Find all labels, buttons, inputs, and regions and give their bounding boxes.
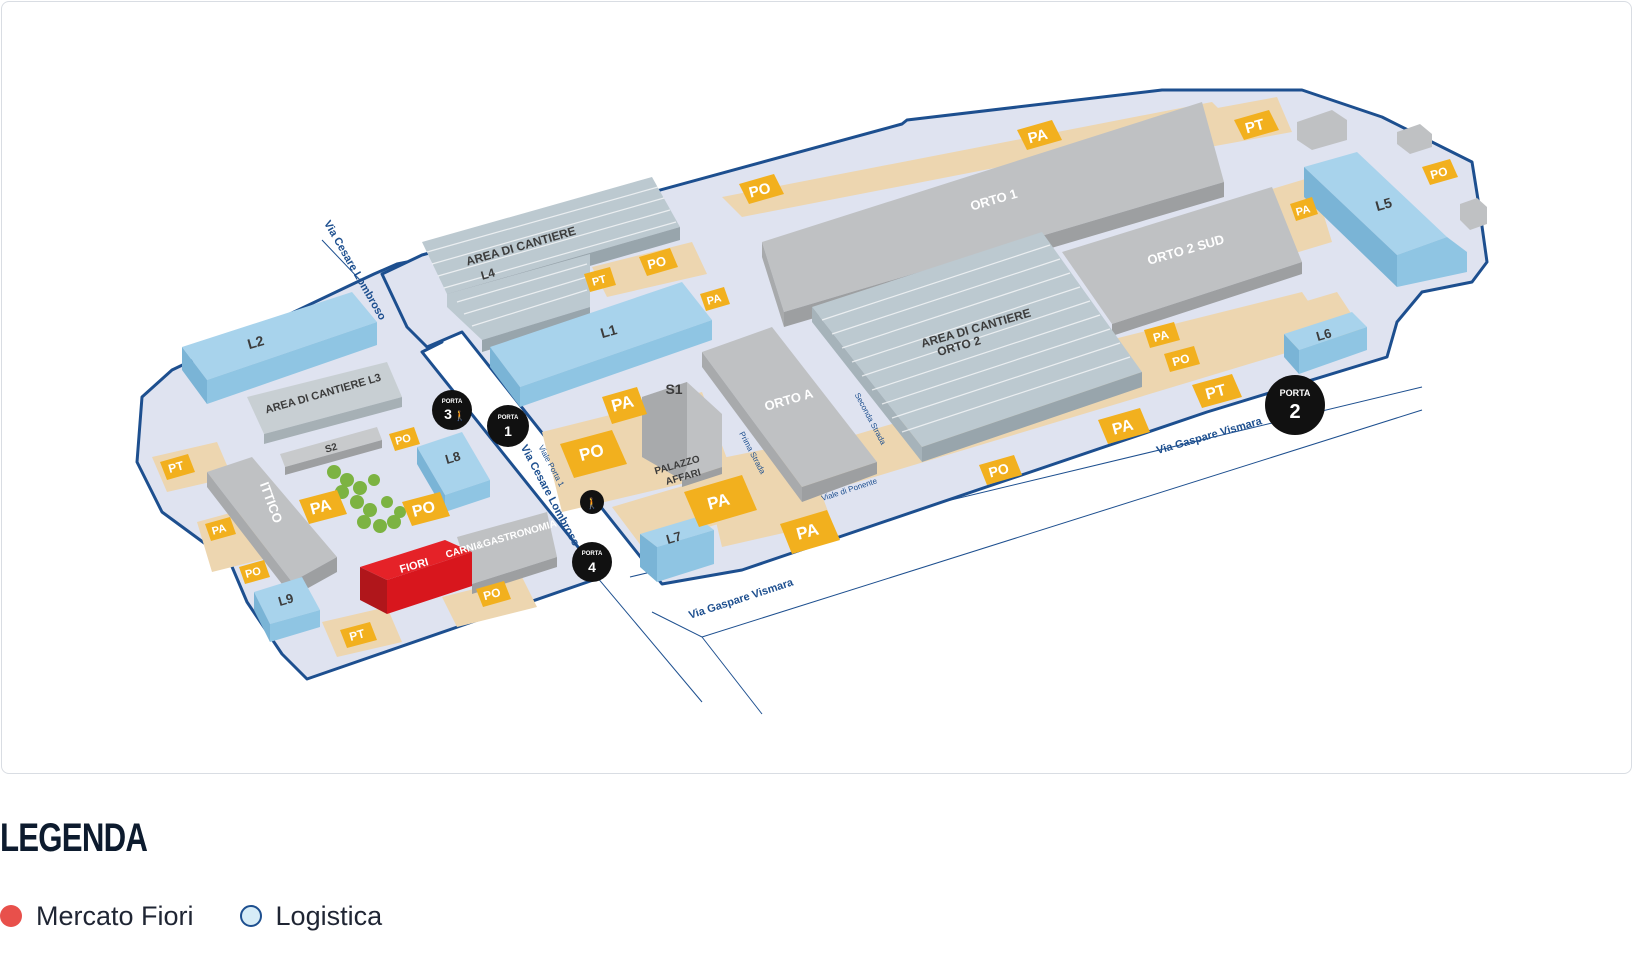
svg-text:PA: PA xyxy=(1026,126,1050,148)
parking-pa[interactable]: PA xyxy=(1144,322,1180,348)
building-orto-2-sud[interactable] xyxy=(1062,187,1302,336)
mercato-fiori-dot-icon xyxy=(0,905,22,927)
svg-text:PA: PA xyxy=(211,522,228,537)
building-l9[interactable] xyxy=(254,577,320,642)
svg-text:PO: PO xyxy=(244,565,263,581)
building-orto-a[interactable] xyxy=(702,327,877,502)
parking-pa[interactable]: PA xyxy=(1098,408,1150,444)
parking-po[interactable]: PO xyxy=(1164,346,1200,372)
parking-pt[interactable]: PT xyxy=(1192,374,1242,408)
parking-po[interactable]: PO xyxy=(1422,159,1458,185)
label-via-gaspare-vismara-south: Via Gaspare Vismara xyxy=(687,576,795,621)
svg-text:4: 4 xyxy=(588,559,596,575)
svg-text:PT: PT xyxy=(1204,382,1228,404)
parking-pa[interactable]: PA xyxy=(205,517,236,541)
svg-text:PORTA: PORTA xyxy=(442,399,463,405)
parking-po[interactable]: PO xyxy=(560,430,627,478)
parking-pt[interactable]: PT xyxy=(584,267,616,292)
gate-porta-2[interactable]: PORTA 2 xyxy=(1265,375,1325,435)
label-s1: S1 xyxy=(665,381,682,397)
parking-po[interactable]: PO xyxy=(979,455,1022,485)
label-l2: L2 xyxy=(246,332,266,352)
parking-po[interactable]: PO xyxy=(402,492,450,526)
svg-text:PT: PT xyxy=(348,626,367,644)
parking-pa[interactable]: PA xyxy=(684,475,757,527)
parking-po[interactable]: PO xyxy=(639,248,678,276)
svg-text:PO: PO xyxy=(410,498,437,520)
parking-tiles: PA PT PO PO PA PO PT PA PA PO PT PA PO P… xyxy=(160,110,1458,648)
parking-pa[interactable]: PA xyxy=(780,510,840,554)
svg-text:PA: PA xyxy=(1295,203,1312,218)
parking-po[interactable]: PO xyxy=(739,174,784,204)
label-l6: L6 xyxy=(1314,325,1333,344)
building-area-cantiere-l3[interactable] xyxy=(247,362,402,444)
label-l9: L9 xyxy=(276,590,295,609)
parking-pa[interactable]: PA xyxy=(299,490,347,524)
building-l7[interactable] xyxy=(640,517,714,582)
pedestrian-entrance-icon[interactable]: 🚶 xyxy=(580,490,604,514)
legend-title: LEGENDA xyxy=(0,816,148,860)
market-site-map[interactable]: PA PT PO PO PA PO PT PA PA PO PT PA PO P… xyxy=(2,2,1632,774)
svg-text:PO: PO xyxy=(987,460,1011,481)
svg-text:PO: PO xyxy=(1171,351,1191,369)
building-s2[interactable] xyxy=(280,427,382,475)
small-service-buildings xyxy=(1297,110,1487,230)
tree-cluster xyxy=(327,465,406,533)
svg-text:PO: PO xyxy=(482,585,502,603)
parking-po[interactable]: PO xyxy=(476,581,511,607)
legend: Mercato Fiori Logistica xyxy=(0,898,428,934)
gate-porta-4[interactable]: PORTA 4 xyxy=(572,542,612,582)
svg-text:PORTA: PORTA xyxy=(498,415,519,421)
label-l4: L4 xyxy=(479,265,497,282)
legend-item-label: Mercato Fiori xyxy=(36,900,194,931)
svg-text:PA: PA xyxy=(308,497,333,519)
parking-pa[interactable]: PA xyxy=(700,287,730,311)
svg-text:3: 3 xyxy=(444,406,452,422)
building-l5[interactable] xyxy=(1304,152,1467,287)
svg-text:2: 2 xyxy=(1289,401,1300,423)
logistica-dot-icon xyxy=(239,905,262,927)
legend-item-logistica[interactable]: Logistica xyxy=(239,900,383,932)
parking-pt[interactable]: PT xyxy=(340,622,377,648)
svg-text:🚶: 🚶 xyxy=(585,497,599,510)
svg-text:PT: PT xyxy=(167,458,186,476)
market-map-card: PA PT PO PO PA PO PT PA PA PO PT PA PO P… xyxy=(1,1,1632,774)
building-s1-palazzo-affari[interactable] xyxy=(642,382,722,487)
gate-porta-3[interactable]: PORTA 3 🚶 xyxy=(432,390,472,430)
parking-po[interactable]: PO xyxy=(239,560,270,584)
parking-po[interactable]: PO xyxy=(389,427,420,451)
parking-pt[interactable]: PT xyxy=(160,454,195,480)
parking-pt[interactable]: PT xyxy=(1234,110,1279,140)
building-l2[interactable] xyxy=(182,292,377,404)
svg-text:PA: PA xyxy=(1152,327,1171,345)
building-fiori[interactable] xyxy=(360,540,472,614)
svg-text:PO: PO xyxy=(394,432,413,448)
building-l1[interactable] xyxy=(490,282,712,407)
building-l6[interactable] xyxy=(1284,312,1367,374)
label-l8: L8 xyxy=(443,448,462,467)
parking-pa[interactable]: PA xyxy=(602,387,647,424)
building-area-cantiere-l4[interactable] xyxy=(422,177,680,352)
svg-text:PO: PO xyxy=(1429,164,1449,182)
svg-text:PT: PT xyxy=(1243,116,1266,137)
svg-text:1: 1 xyxy=(504,423,512,439)
svg-text:PA: PA xyxy=(1110,417,1135,439)
svg-text:PT: PT xyxy=(591,273,608,288)
svg-text:PO: PO xyxy=(747,180,773,202)
label-l5: L5 xyxy=(1374,194,1394,214)
svg-text:PA: PA xyxy=(706,292,723,307)
svg-text:PORTA: PORTA xyxy=(1280,388,1311,398)
label-l7: L7 xyxy=(664,528,683,547)
pedestrian-icon: 🚶 xyxy=(454,409,466,422)
gate-porta-1[interactable]: PORTA 1 xyxy=(487,405,529,447)
label-l1: L1 xyxy=(599,321,619,341)
parking-pa[interactable]: PA xyxy=(1290,197,1318,221)
building-area-cantiere-orto-2[interactable] xyxy=(812,232,1142,462)
svg-text:PORTA: PORTA xyxy=(582,551,603,557)
legend-item-label: Logistica xyxy=(275,900,383,931)
svg-text:PO: PO xyxy=(646,253,668,272)
label-s2: S2 xyxy=(324,442,339,456)
legend-item-mercato-fiori[interactable]: Mercato Fiori xyxy=(0,901,194,932)
parking-pa[interactable]: PA xyxy=(1017,120,1062,150)
